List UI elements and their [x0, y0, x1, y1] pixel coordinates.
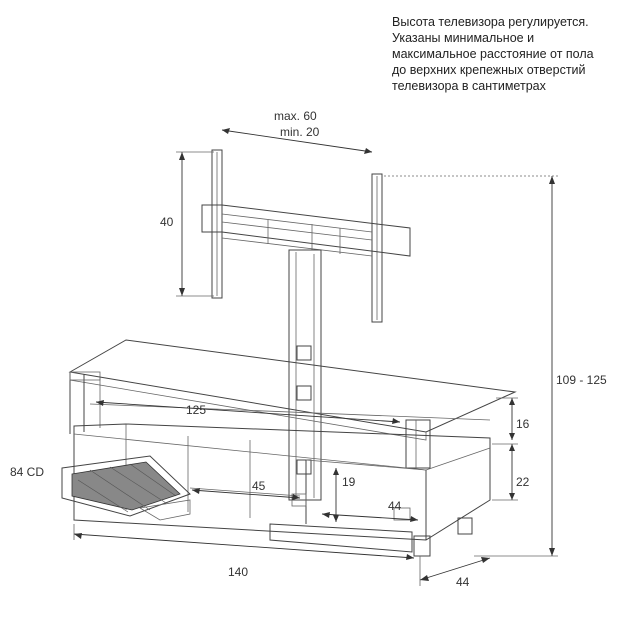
mount-right-rail: [371, 173, 383, 323]
note-line: телевизора в сантиметрах: [392, 79, 546, 93]
support-pole: [288, 249, 322, 501]
depth-label: 44: [456, 575, 470, 589]
mount-width-min-label: min. 20: [280, 125, 320, 139]
note-line: максимальное расстояние от пола: [392, 47, 594, 61]
dimension-lines: [73, 128, 558, 586]
mount-width-max-label: max. 60: [274, 109, 317, 123]
mount-bracket: [201, 204, 411, 257]
cabinet-foot: [413, 535, 431, 557]
note-line: до верхних крепежных отверстий: [392, 63, 586, 77]
total-height-label: 109 - 125: [556, 373, 607, 387]
note-line: Высота телевизора регулируется.: [392, 15, 589, 29]
height-adjustment-note: Высота телевизора регулируется. Указаны …: [392, 14, 616, 94]
top-shelf-width-label: 125: [186, 403, 206, 417]
mount-height-label: 40: [160, 215, 174, 229]
drop-down-door: [269, 459, 427, 553]
middle-width-label: 45: [252, 479, 266, 493]
total-width-label: 140: [228, 565, 248, 579]
cable-clip: [296, 459, 312, 475]
cable-clip: [296, 345, 312, 361]
cd-drawer: [61, 455, 191, 521]
top-shelf-height-label: 16: [516, 417, 530, 431]
lower-cabinet: [73, 423, 491, 557]
mount-left-rail: [211, 149, 223, 299]
compartment-height-label: 19: [342, 475, 356, 489]
cd-capacity-label: 84 CD: [10, 465, 44, 479]
note-line: Указаны минимальное и: [392, 31, 535, 45]
top-glass-shelf: [68, 339, 517, 469]
cabinet-foot: [457, 517, 473, 535]
lower-height-label: 22: [516, 475, 530, 489]
tv-mount: [201, 149, 411, 323]
cable-clip: [296, 385, 312, 401]
shelf-leg: [405, 419, 431, 469]
compartment-width-label: 44: [388, 499, 402, 513]
